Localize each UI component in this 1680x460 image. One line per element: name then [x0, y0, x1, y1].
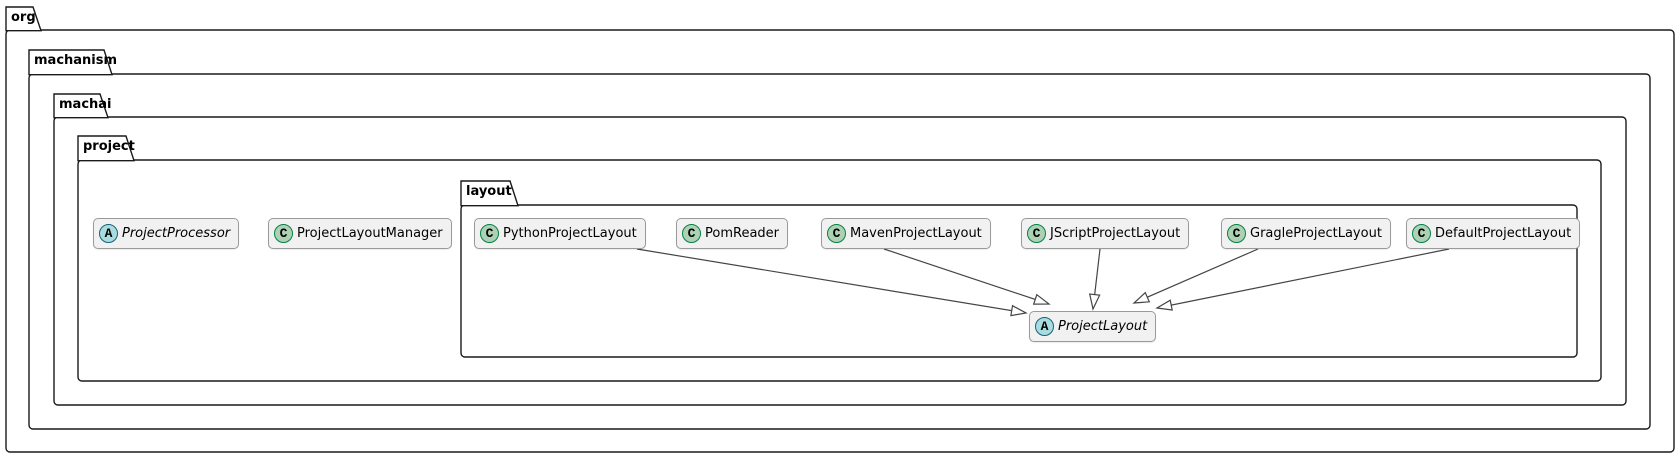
- class-name: DefaultProjectLayout: [1435, 226, 1572, 241]
- class-spot-icon: C: [1027, 224, 1046, 243]
- abstract-spot-icon: A: [99, 224, 118, 243]
- package-label-layout: layout: [466, 184, 512, 199]
- class-name: GragleProjectLayout: [1250, 226, 1382, 241]
- class-name: ProjectProcessor: [122, 226, 231, 241]
- class-jscript-project-layout: C JScriptProjectLayout: [1021, 218, 1190, 249]
- package-outlines: [5, 6, 1675, 453]
- package-label-org: org: [11, 10, 36, 25]
- arrow-jscript-to-projectlayout: [1088, 248, 1101, 311]
- class-project-layout-manager: C ProjectLayoutManager: [268, 218, 452, 249]
- package-label-machanism: machanism: [34, 53, 118, 68]
- class-maven-project-layout: C MavenProjectLayout: [821, 218, 991, 249]
- class-name: JScriptProjectLayout: [1050, 226, 1181, 241]
- class-project-layout: A ProjectLayout: [1029, 311, 1157, 342]
- class-name: PythonProjectLayout: [503, 226, 637, 241]
- package-tab-layout: [460, 180, 519, 207]
- arrow-default-to-projectlayout: [1155, 248, 1450, 311]
- class-pom-reader: C PomReader: [676, 218, 789, 249]
- class-spot-icon: C: [274, 224, 293, 243]
- arrow-maven-to-projectlayout: [883, 248, 1051, 305]
- class-python-project-layout: C PythonProjectLayout: [474, 218, 646, 249]
- class-spot-icon: C: [480, 224, 499, 243]
- class-gragle-project-layout: C GragleProjectLayout: [1221, 218, 1391, 249]
- class-default-project-layout: C DefaultProjectLayout: [1406, 218, 1581, 249]
- package-tab-machanism: [28, 49, 113, 76]
- class-name: ProjectLayoutManager: [297, 226, 443, 241]
- package-tab-org: [5, 6, 42, 32]
- class-spot-icon: C: [682, 224, 701, 243]
- class-project-processor: A ProjectProcessor: [93, 218, 240, 249]
- package-label-machai: machai: [59, 97, 112, 112]
- class-name: PomReader: [705, 226, 780, 241]
- package-label-project: project: [83, 139, 135, 154]
- class-name: MavenProjectLayout: [850, 226, 982, 241]
- arrow-gragle-to-projectlayout: [1132, 248, 1259, 304]
- inheritance-arrows: [636, 248, 1450, 317]
- class-spot-icon: C: [1412, 224, 1431, 243]
- class-spot-icon: C: [1227, 224, 1246, 243]
- arrow-python-to-projectlayout: [636, 248, 1028, 317]
- abstract-spot-icon: A: [1035, 317, 1054, 336]
- class-spot-icon: C: [827, 224, 846, 243]
- class-name: ProjectLayout: [1058, 319, 1148, 334]
- package-tab-machai: [53, 93, 109, 119]
- package-tab-project: [77, 135, 135, 162]
